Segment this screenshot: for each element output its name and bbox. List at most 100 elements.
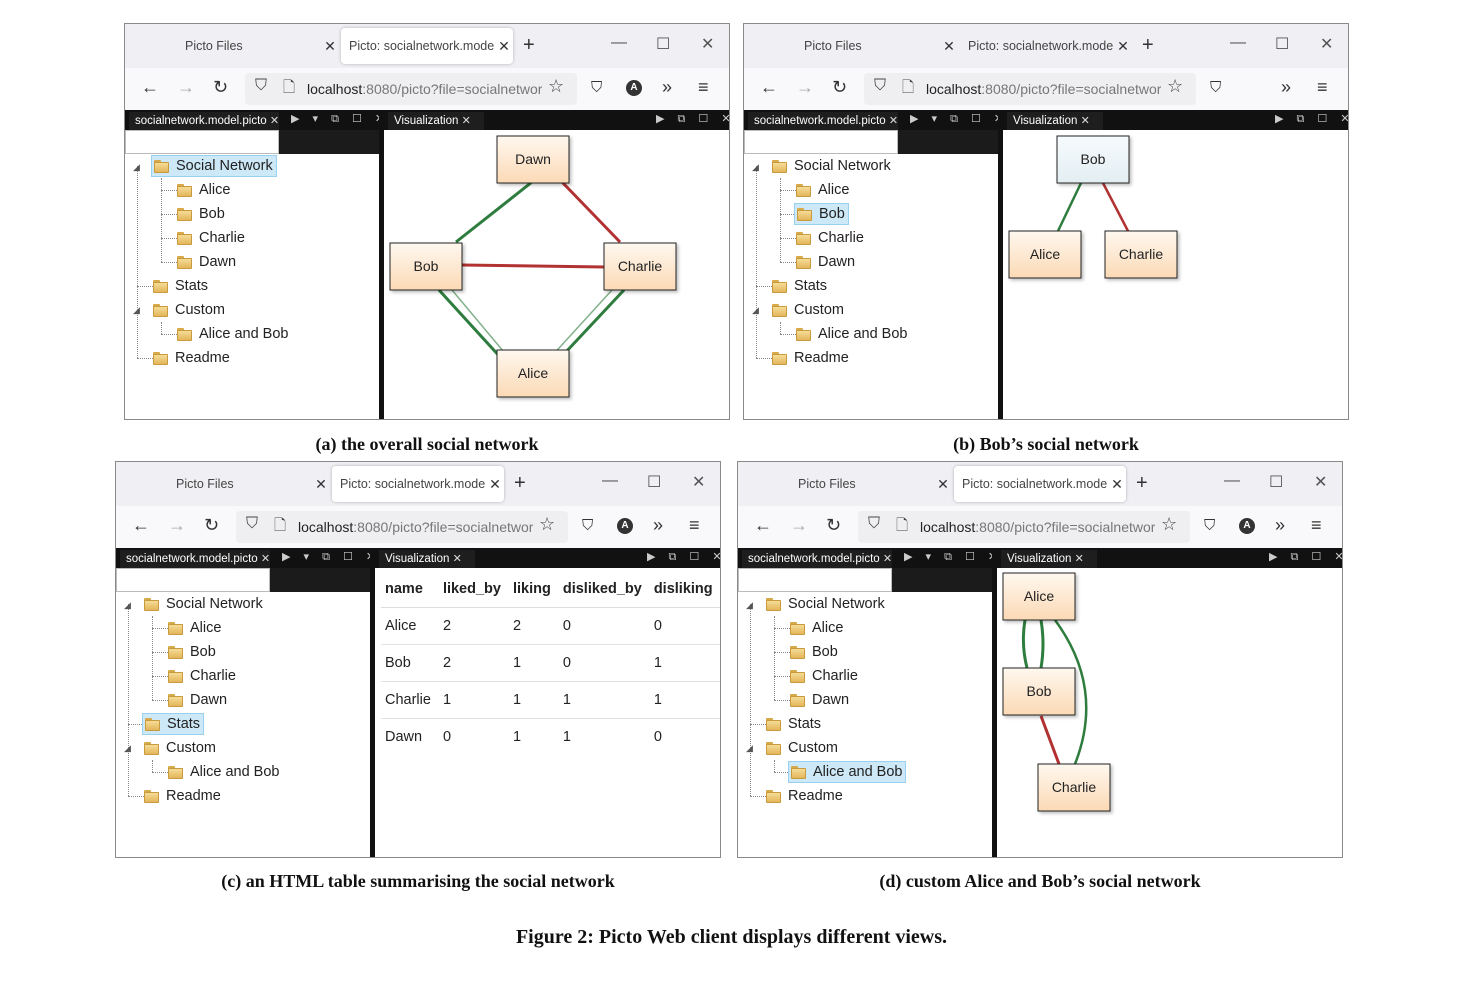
tab-visualization[interactable]: Visualization ✕: [379, 550, 475, 568]
panel-tool-icons[interactable]: ▶ ▾ ⧉ ☐ ✕: [910, 113, 1009, 125]
node-bob[interactable]: [389, 242, 463, 291]
node-bob[interactable]: [1056, 135, 1130, 184]
new-tab-button[interactable]: +: [1136, 472, 1148, 494]
url-bar[interactable]: ⛉ 🗋 localhost:8080/picto?file=socialnetw…: [245, 73, 577, 105]
close-icon[interactable]: ✕: [1117, 37, 1129, 54]
bookmark-star-icon[interactable]: ☆: [1161, 514, 1178, 534]
panel-tool-icons[interactable]: ▶ ⧉ ☐ ✕: [656, 113, 730, 125]
tree-item-custom[interactable]: Custom: [764, 737, 838, 759]
bookmark-star-icon[interactable]: ☆: [548, 76, 565, 96]
panel-tool-icons[interactable]: ▶ ▾ ⧉ ☐ ✕: [904, 551, 1003, 563]
panel-tool-icons[interactable]: ▶ ▾ ⧉ ☐ ✕: [282, 551, 381, 563]
close-icon[interactable]: ✕: [937, 475, 949, 492]
menu-icon[interactable]: ≡: [1311, 515, 1322, 535]
new-tab-button[interactable]: +: [514, 472, 526, 494]
tree-search-input[interactable]: [744, 130, 898, 154]
tree-item-readme[interactable]: Readme: [770, 347, 849, 369]
tab-visualization[interactable]: Visualization ✕: [1007, 112, 1103, 130]
tree-search-input[interactable]: [738, 568, 892, 592]
url-bar[interactable]: ⛉ 🗋 localhost:8080/picto?file=socialnetw…: [864, 73, 1196, 105]
maximize-icon[interactable]: ☐: [1269, 474, 1284, 491]
tree-item-bob[interactable]: Bob: [175, 203, 225, 225]
menu-icon[interactable]: ≡: [698, 77, 709, 97]
bookmark-star-icon[interactable]: ☆: [539, 514, 556, 534]
minimize-icon[interactable]: —: [1230, 34, 1246, 51]
tab-model-file[interactable]: socialnetwork.model.picto ✕: [742, 550, 892, 568]
forward-icon[interactable]: →: [790, 515, 808, 535]
close-icon[interactable]: ✕: [489, 475, 501, 492]
window-close-icon[interactable]: ✕: [1320, 36, 1334, 53]
reload-icon[interactable]: ↻: [832, 77, 848, 97]
tab-model-file[interactable]: socialnetwork.model.picto ✕: [748, 112, 898, 130]
tree-item-readme[interactable]: Readme: [142, 785, 221, 807]
tree-item-alice-and-bob[interactable]: Alice and Bob: [794, 323, 907, 345]
tree-item-stats[interactable]: Stats: [764, 713, 821, 735]
tree-item-bob[interactable]: Bob: [788, 641, 838, 663]
pocket-icon[interactable]: ⛉: [1210, 79, 1222, 96]
account-icon[interactable]: A: [626, 80, 642, 96]
node-dawn[interactable]: [496, 135, 570, 184]
tree-item-alice-and-bob[interactable]: Alice and Bob: [788, 761, 907, 783]
tree-item-dawn[interactable]: Dawn: [788, 689, 849, 711]
tree-item-alice-and-bob[interactable]: Alice and Bob: [175, 323, 288, 345]
node-charlie[interactable]: [1104, 230, 1178, 279]
tab-picto-socialnetwork[interactable]: Picto: socialnetwork.model.picto✕: [954, 466, 1126, 502]
tree-item-dawn[interactable]: Dawn: [175, 251, 236, 273]
panel-tool-icons[interactable]: ▶ ⧉ ☐ ✕: [1269, 551, 1343, 563]
pocket-icon[interactable]: ⛉: [1204, 517, 1216, 534]
node-charlie[interactable]: [603, 242, 677, 291]
account-icon[interactable]: A: [1239, 518, 1255, 534]
maximize-icon[interactable]: ☐: [1275, 36, 1290, 53]
tree-item-social-network[interactable]: Social Network: [770, 155, 891, 177]
menu-icon[interactable]: ≡: [689, 515, 700, 535]
minimize-icon[interactable]: —: [611, 34, 627, 51]
overflow-chevron-icon[interactable]: »: [662, 77, 673, 97]
pocket-icon[interactable]: ⛉: [582, 517, 594, 534]
tab-model-file[interactable]: socialnetwork.model.picto ✕: [120, 550, 270, 568]
forward-icon[interactable]: →: [177, 77, 195, 97]
close-icon[interactable]: ✕: [943, 37, 955, 54]
tree-item-alice[interactable]: Alice: [788, 617, 843, 639]
new-tab-button[interactable]: +: [1142, 34, 1154, 56]
menu-icon[interactable]: ≡: [1317, 77, 1328, 97]
pocket-icon[interactable]: ⛉: [591, 79, 603, 96]
overflow-chevron-icon[interactable]: »: [1275, 515, 1286, 535]
back-icon[interactable]: ←: [760, 77, 778, 97]
reload-icon[interactable]: ↻: [826, 515, 842, 535]
minimize-icon[interactable]: —: [602, 472, 618, 489]
reload-icon[interactable]: ↻: [204, 515, 220, 535]
maximize-icon[interactable]: ☐: [656, 36, 671, 53]
tree-search-input[interactable]: [125, 130, 279, 154]
bookmark-star-icon[interactable]: ☆: [1167, 76, 1184, 96]
tree-item-custom[interactable]: Custom: [151, 299, 225, 321]
back-icon[interactable]: ←: [132, 515, 150, 535]
tab-picto-files[interactable]: Picto Files✕: [124, 466, 330, 502]
tree-item-bob[interactable]: Bob: [794, 203, 849, 225]
tab-visualization[interactable]: Visualization ✕: [1001, 550, 1097, 568]
tab-model-file[interactable]: socialnetwork.model.picto ✕: [129, 112, 279, 130]
tree-item-custom[interactable]: Custom: [142, 737, 216, 759]
minimize-icon[interactable]: —: [1224, 472, 1240, 489]
tree-item-alice[interactable]: Alice: [175, 179, 230, 201]
panel-tool-icons[interactable]: ▶ ⧉ ☐ ✕: [647, 551, 721, 563]
tree-item-charlie[interactable]: Charlie: [175, 227, 245, 249]
tree-item-dawn[interactable]: Dawn: [794, 251, 855, 273]
close-icon[interactable]: ✕: [498, 37, 510, 54]
overflow-chevron-icon[interactable]: »: [1281, 77, 1292, 97]
tree-item-charlie[interactable]: Charlie: [794, 227, 864, 249]
tree-item-charlie[interactable]: Charlie: [166, 665, 236, 687]
node-charlie[interactable]: [1037, 763, 1111, 812]
node-alice[interactable]: [496, 349, 570, 398]
node-bob[interactable]: [1002, 667, 1076, 716]
url-bar[interactable]: ⛉ 🗋 localhost:8080/picto?file=socialnetw…: [858, 511, 1190, 543]
tab-picto-socialnetwork[interactable]: Picto: socialnetwork.model.picto✕: [332, 466, 504, 502]
maximize-icon[interactable]: ☐: [647, 474, 662, 491]
tree-item-readme[interactable]: Readme: [151, 347, 230, 369]
tab-picto-files[interactable]: Picto Files✕: [752, 28, 958, 64]
tree-item-bob[interactable]: Bob: [166, 641, 216, 663]
tree-item-charlie[interactable]: Charlie: [788, 665, 858, 687]
tab-picto-files[interactable]: Picto Files✕: [133, 28, 339, 64]
tree-item-social-network[interactable]: Social Network: [764, 593, 885, 615]
reload-icon[interactable]: ↻: [213, 77, 229, 97]
tree-item-custom[interactable]: Custom: [770, 299, 844, 321]
